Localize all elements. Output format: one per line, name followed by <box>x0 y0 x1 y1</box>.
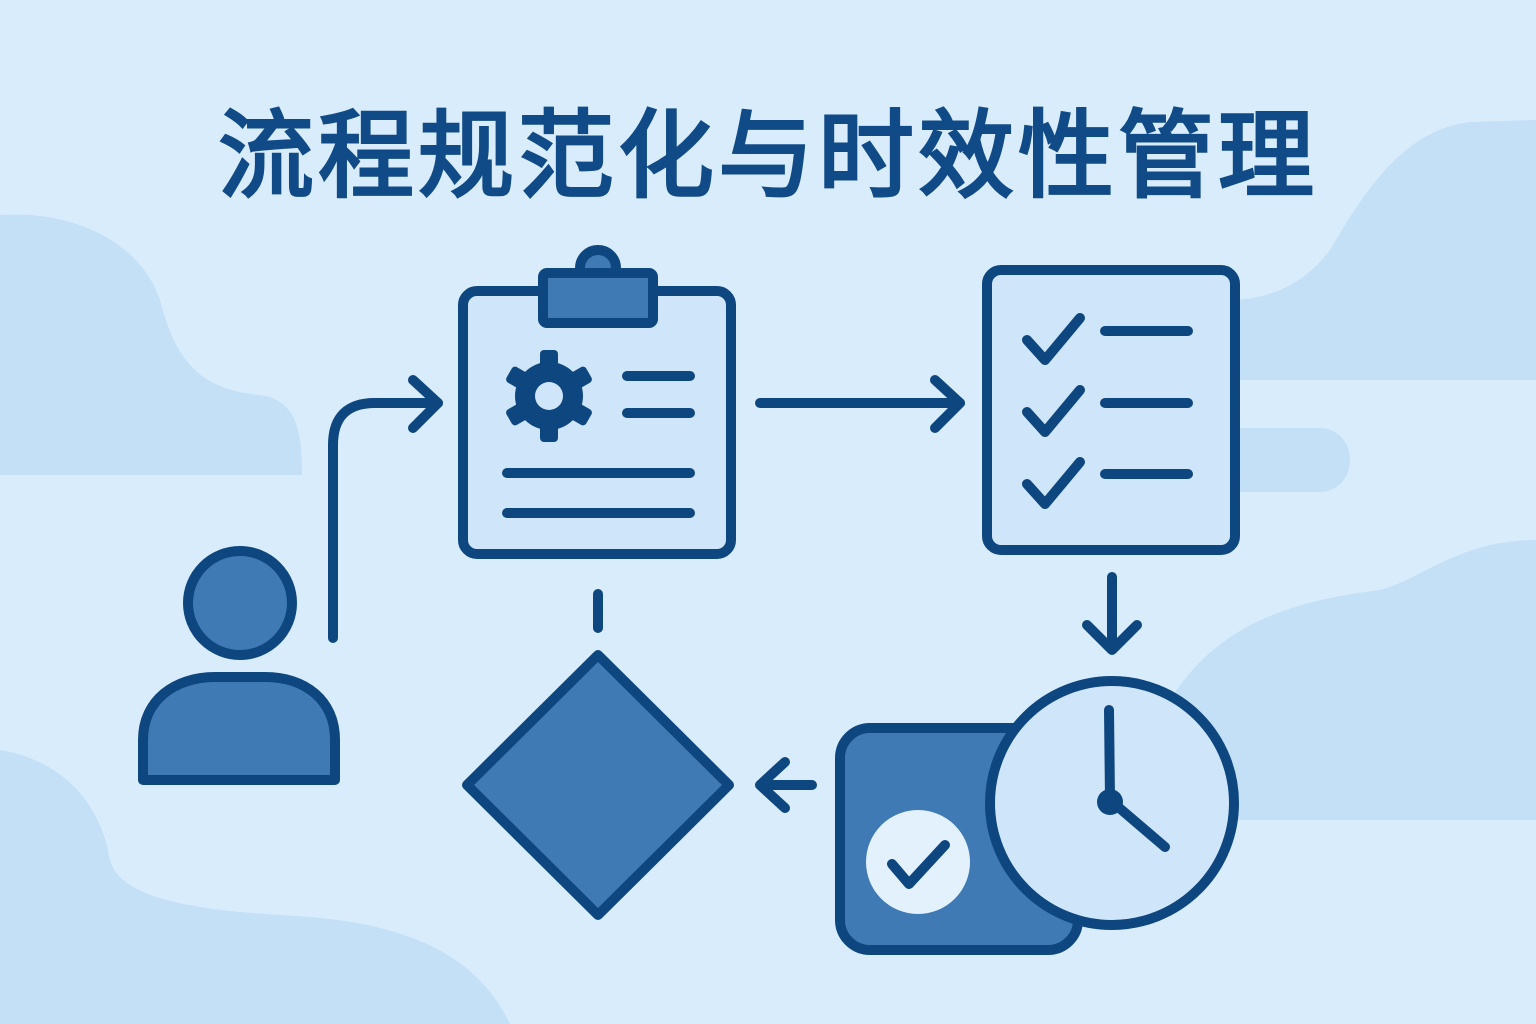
gear-icon <box>506 350 592 442</box>
clock-icon <box>985 676 1239 930</box>
background-blobs <box>0 120 1536 1024</box>
person-icon <box>138 546 340 785</box>
arrow-person-to-clipboard <box>328 375 443 643</box>
clipboard-gear-icon <box>458 245 736 559</box>
checklist-icon <box>982 265 1240 555</box>
decision-diamond-icon <box>462 650 734 920</box>
arrow-checklist-to-clock <box>1082 572 1142 655</box>
arrow-clipboard-to-checklist <box>755 375 965 433</box>
arrow-to-diamond <box>755 757 817 813</box>
page-title: 流程规范化与时效性管理 <box>218 100 1318 212</box>
